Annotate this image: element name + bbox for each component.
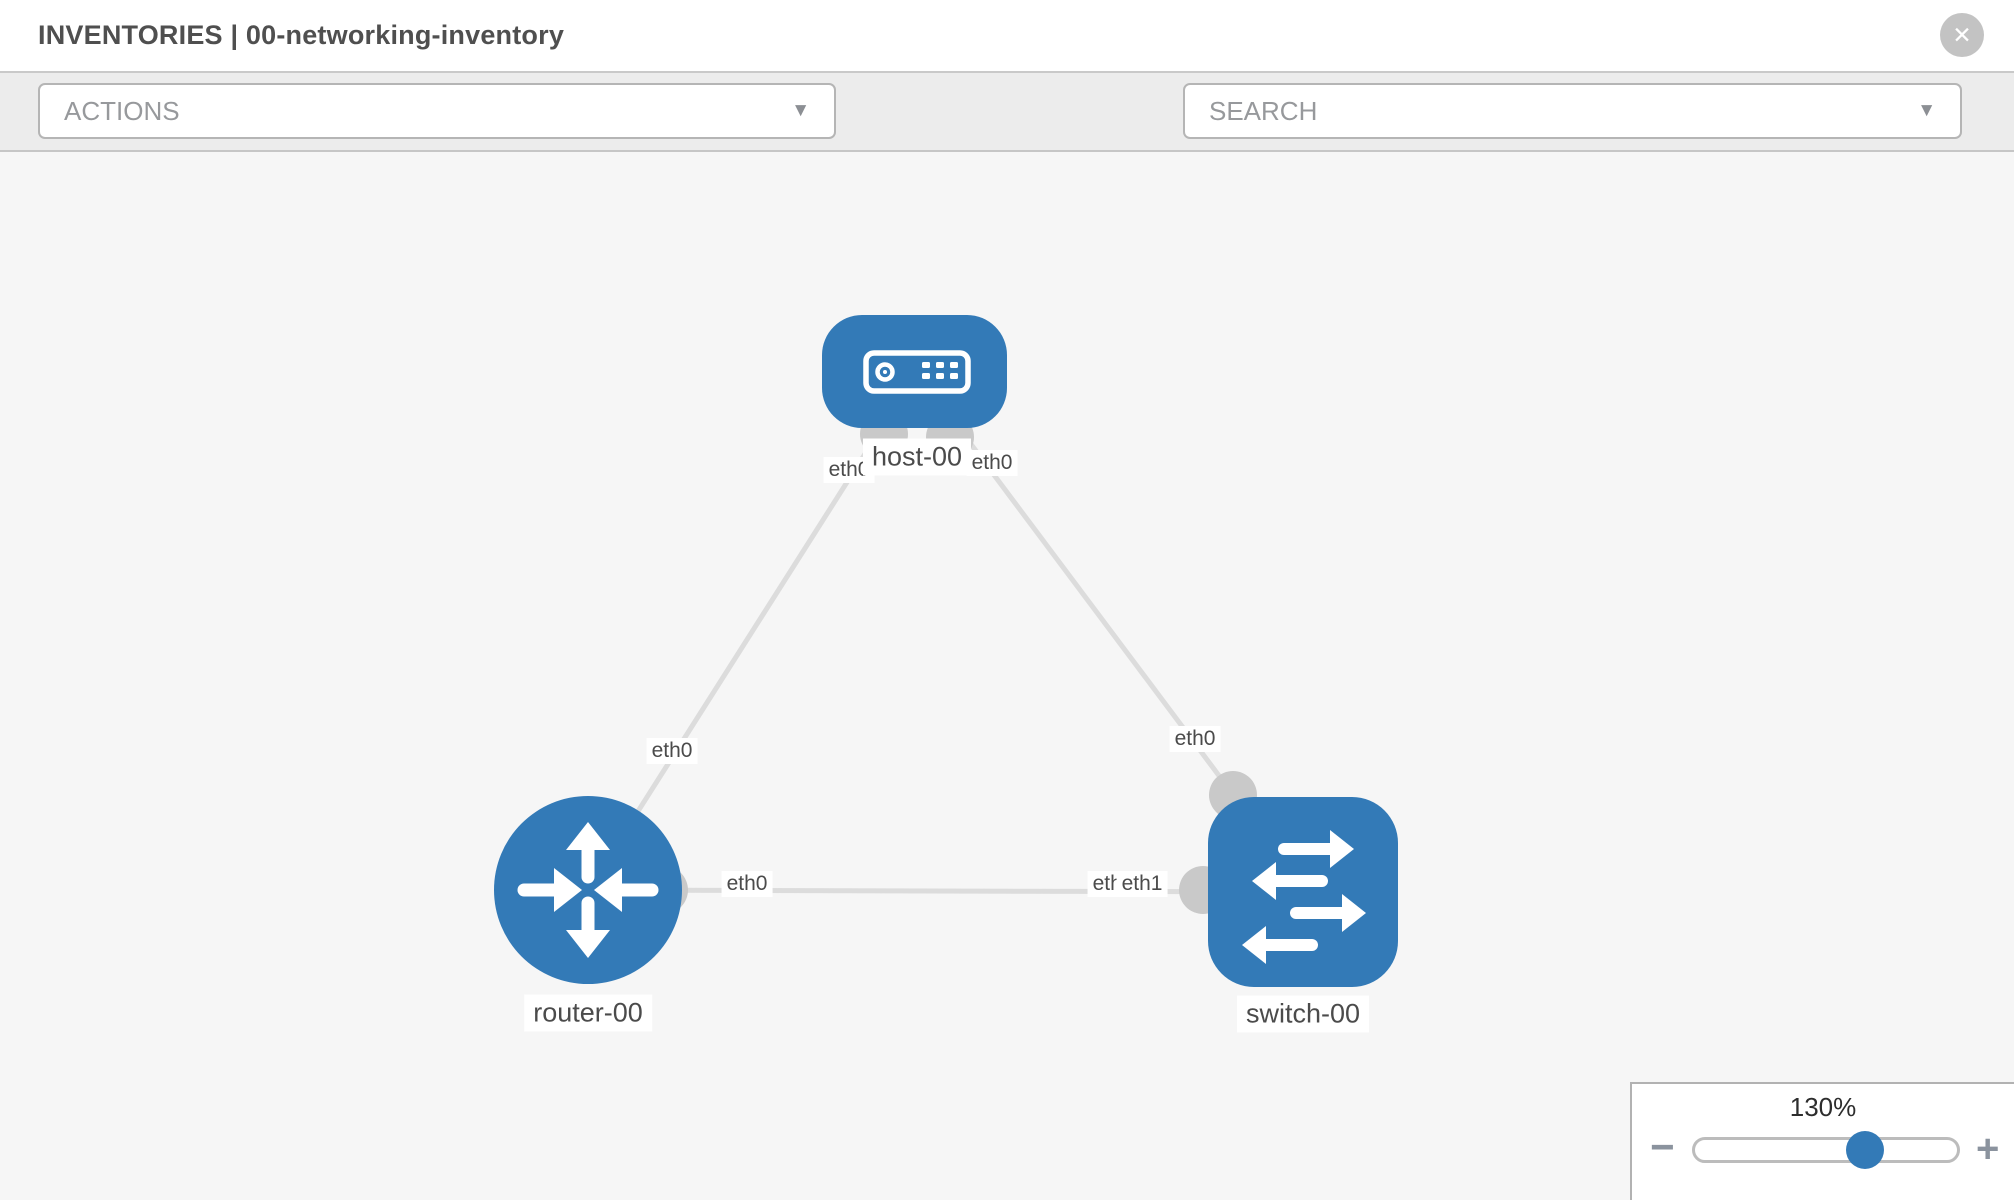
close-icon: ✕ xyxy=(1952,21,1972,48)
zoom-slider-track[interactable] xyxy=(1692,1131,1960,1169)
node-label-host: host-00 xyxy=(862,438,972,476)
page-title: INVENTORIES | 00-networking-inventory xyxy=(38,20,565,50)
iface-label-switch-to-router: eth1 xyxy=(1116,871,1168,897)
search-dropdown[interactable]: SEARCH ▼ xyxy=(1183,83,1962,139)
header: INVENTORIES | 00-networking-inventory ✕ xyxy=(0,0,2014,73)
router-icon xyxy=(517,822,659,958)
zoom-in-button[interactable]: + xyxy=(1976,1127,2000,1171)
switch-icon xyxy=(1242,830,1366,964)
chevron-down-icon: ▼ xyxy=(791,100,810,121)
node-label-switch: switch-00 xyxy=(1236,995,1370,1033)
actions-dropdown-value: ACTIONS xyxy=(64,95,180,126)
zoom-slider-knob[interactable] xyxy=(1846,1131,1884,1169)
topology-area: eth0 eth0 eth0 eth0 eth0 eth0 eth1 host-… xyxy=(0,152,2014,1200)
search-dropdown-value: SEARCH xyxy=(1209,95,1318,126)
zoom-out-button[interactable]: − xyxy=(1650,1123,1675,1170)
close-button[interactable]: ✕ xyxy=(1940,13,1984,57)
iface-label-router-to-host: eth0 xyxy=(646,738,698,764)
iface-label-router-to-switch: eth0 xyxy=(721,871,773,897)
host-icon xyxy=(863,350,971,394)
iface-label-switch-to-host: eth0 xyxy=(1169,726,1221,752)
toolbar: ACTIONS ▼ SEARCH ▼ xyxy=(0,73,2014,207)
node-label-router: router-00 xyxy=(524,994,652,1032)
node-switch[interactable] xyxy=(1208,797,1398,987)
zoom-slider: − + xyxy=(1632,1123,2014,1177)
topology-canvas[interactable] xyxy=(0,152,2014,1200)
node-router[interactable] xyxy=(494,796,682,984)
zoom-level: 130% xyxy=(1789,1092,1857,1122)
zoom-panel: 130% − + xyxy=(1630,1082,2014,1200)
node-host[interactable] xyxy=(822,315,1007,428)
actions-dropdown[interactable]: ACTIONS ▼ xyxy=(38,83,836,139)
iface-label-host-to-switch: eth0 xyxy=(966,450,1018,476)
chevron-down-icon: ▼ xyxy=(1917,100,1936,121)
